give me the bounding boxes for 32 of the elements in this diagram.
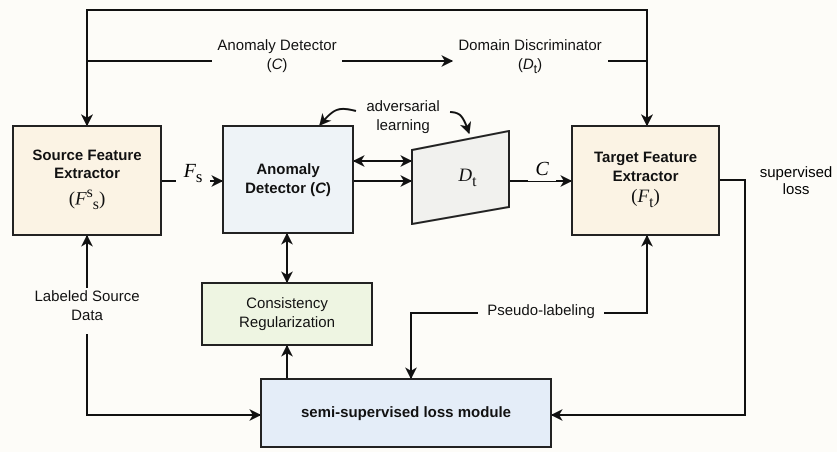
arrow bbox=[81, 9, 653, 126]
arrow bbox=[281, 344, 293, 378]
box-title: D$_{t}$ bbox=[457, 164, 477, 190]
arrow bbox=[352, 155, 412, 167]
arrow bbox=[510, 175, 572, 187]
arrow bbox=[281, 232, 293, 284]
flow-label: Labeled Source Data bbox=[22, 288, 152, 334]
arrow bbox=[405, 312, 478, 380]
flow-label: adversarial learning bbox=[356, 98, 450, 138]
box-title: Anomaly Detector (C) bbox=[244, 160, 332, 198]
flow-label: Domain Discriminator (D$_{t}$) bbox=[452, 37, 608, 83]
process-box bbox=[571, 125, 720, 236]
flow-label: Pseudo-labeling bbox=[478, 302, 604, 324]
arrow bbox=[604, 234, 653, 314]
arrow bbox=[450, 111, 472, 134]
arrow bbox=[81, 234, 93, 288]
box-symbol: (F$_{t}$) bbox=[631, 186, 660, 212]
box-title: Source Feature Extractor bbox=[31, 146, 143, 184]
box-symbol: (F$^{s}$$_{s}$) bbox=[68, 184, 106, 214]
arrow bbox=[342, 55, 454, 67]
box-title: semi-supervised loss module bbox=[300, 404, 512, 422]
arrow bbox=[354, 175, 412, 187]
arrow bbox=[550, 179, 746, 421]
arrow bbox=[319, 108, 356, 126]
box-title: Consistency Regularization bbox=[238, 295, 336, 333]
process-box bbox=[222, 125, 354, 234]
process-box bbox=[260, 378, 552, 448]
flow-label: Anomaly Detector (C) bbox=[212, 37, 342, 83]
arrow bbox=[86, 334, 262, 421]
process-box bbox=[201, 282, 373, 346]
process-box bbox=[12, 125, 162, 236]
box-title: Target Feature Extractor bbox=[592, 148, 698, 186]
